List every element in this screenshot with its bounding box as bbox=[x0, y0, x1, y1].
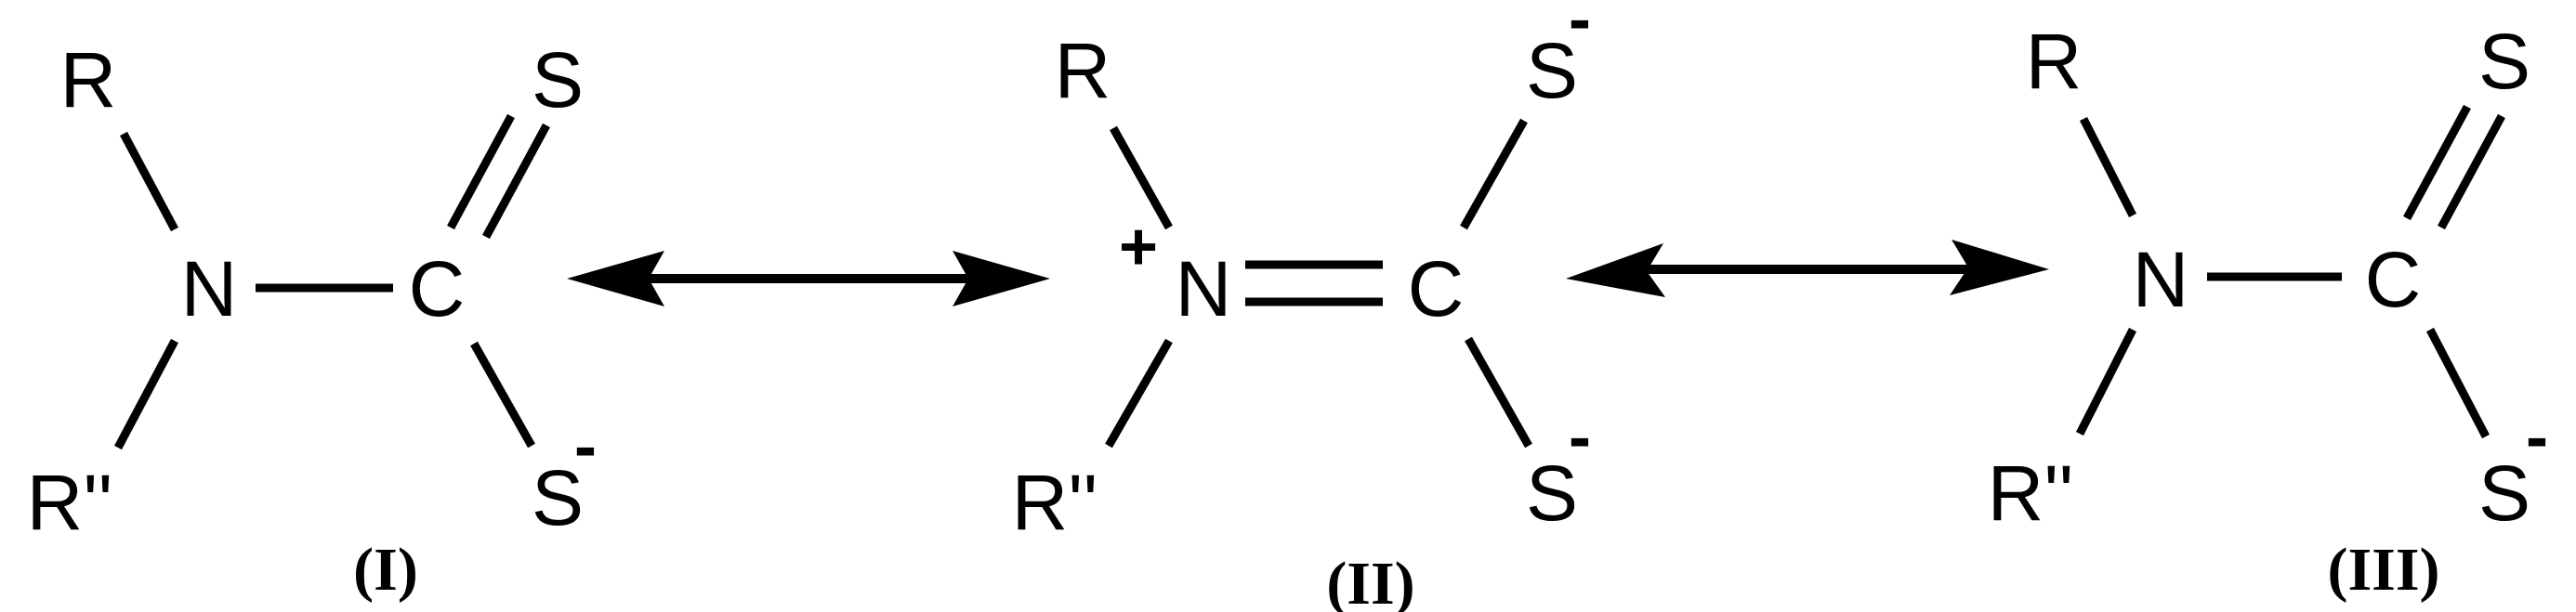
structure-label: (III) bbox=[2327, 536, 2439, 604]
charge-negative-bottom: - bbox=[1569, 400, 1591, 475]
atom-sulfur-top: S bbox=[532, 36, 584, 124]
bond-r-n bbox=[120, 131, 178, 232]
structure-3: R N R'' C S S - (III) bbox=[1988, 18, 2548, 604]
atom-nitrogen: N bbox=[1176, 245, 1232, 332]
resonance-arrow-2 bbox=[1566, 240, 2049, 297]
bond-c-s-single bbox=[2426, 327, 2490, 439]
atom-nitrogen: N bbox=[181, 245, 238, 332]
atom-sulfur-bottom: S bbox=[2478, 449, 2530, 537]
structure-label: (II) bbox=[1326, 550, 1414, 612]
bond-r-n bbox=[1110, 125, 1173, 230]
atom-sulfur-bottom-label: S bbox=[1526, 449, 1578, 537]
atom-carbon: C bbox=[1408, 245, 1465, 332]
atom-r-double-prime: R'' bbox=[1988, 449, 2074, 537]
bond-n-r-double-prime bbox=[1105, 338, 1173, 449]
charge-positive: + bbox=[1119, 210, 1158, 284]
structure-label: (I) bbox=[353, 536, 418, 604]
bond-c-s-double-a bbox=[447, 113, 515, 230]
bond-c-s-single bbox=[470, 341, 535, 449]
atom-nitrogen: N bbox=[2133, 236, 2189, 323]
atom-sulfur-bottom: S bbox=[532, 454, 584, 541]
atom-r-top: R bbox=[2026, 18, 2083, 105]
atom-carbon: C bbox=[409, 245, 466, 332]
bond-n-r-double-prime bbox=[114, 338, 178, 450]
charge-negative: - bbox=[574, 410, 597, 484]
atom-carbon: C bbox=[2365, 236, 2422, 323]
charge-negative-top: - bbox=[1569, 0, 1591, 57]
bond-c-s-double-b bbox=[482, 123, 550, 240]
atom-r-top: R bbox=[1055, 27, 1111, 114]
atom-r-double-prime: R'' bbox=[1012, 459, 1098, 546]
bond-c-s-bottom bbox=[1465, 336, 1532, 449]
bond-c-s-double-b bbox=[2438, 113, 2505, 230]
atom-r-top: R bbox=[60, 36, 117, 124]
bond-r-n bbox=[2079, 116, 2137, 218]
atom-r-double-prime: R'' bbox=[27, 459, 113, 546]
bond-c-s-double-a bbox=[2403, 104, 2471, 221]
resonance-arrow-1 bbox=[567, 251, 1050, 306]
charge-negative: - bbox=[2526, 400, 2548, 475]
atom-sulfur-top: S bbox=[1526, 27, 1578, 114]
structure-1: R N R'' C S S - (I) bbox=[27, 36, 597, 604]
atom-sulfur-top: S bbox=[2478, 18, 2530, 105]
bond-c-s-top bbox=[1460, 118, 1528, 230]
bond-n-r-double-prime bbox=[2075, 327, 2137, 436]
structure-2: R + N R'' C S - S - (II) bbox=[1012, 0, 1591, 612]
